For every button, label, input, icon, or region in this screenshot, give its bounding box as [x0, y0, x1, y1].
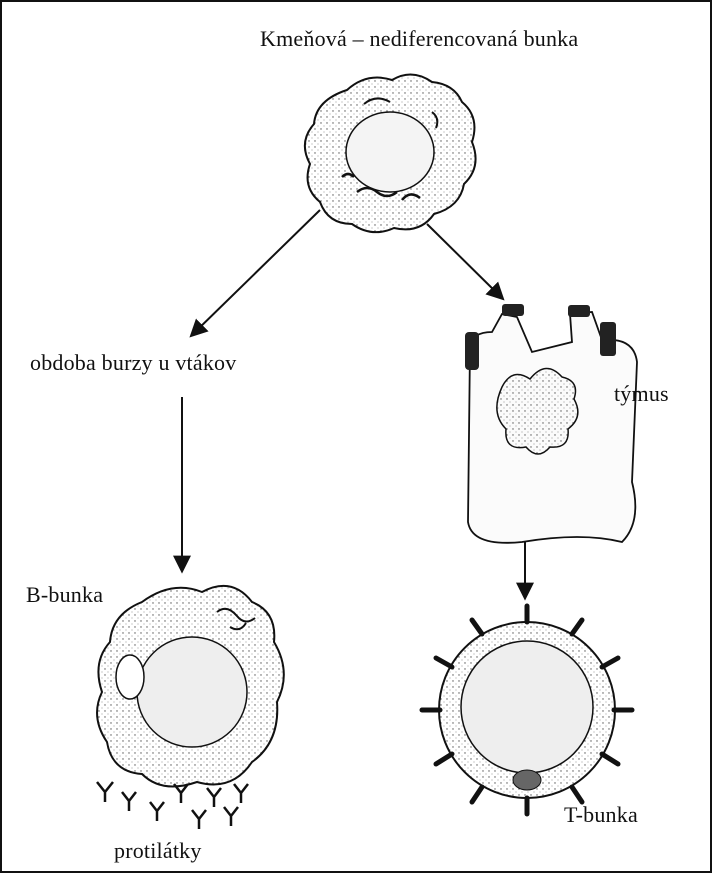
stem-cell	[305, 74, 476, 232]
vessel-top-left	[502, 304, 524, 316]
t-cell-label: T-bunka	[564, 802, 638, 828]
t-cell-organelle	[513, 770, 541, 790]
thymus-organ	[465, 304, 637, 543]
b-cell-mitochondrion	[116, 655, 144, 699]
b-cell	[97, 586, 284, 787]
antibodies	[97, 782, 248, 829]
antibody-icon	[150, 802, 164, 821]
b-cell-label: B-bunka	[26, 582, 103, 608]
thymus-label: týmus	[614, 381, 669, 407]
antibodies-label: protilátky	[114, 838, 202, 864]
bursa-label: obdoba burzy u vtákov	[30, 350, 236, 376]
vessel-left	[465, 332, 479, 370]
antibody-icon	[234, 784, 248, 803]
antibody-icon	[122, 792, 136, 811]
b-cell-nucleus	[137, 637, 247, 747]
antibody-icon	[97, 782, 113, 802]
antibody-icon	[192, 810, 206, 829]
arrow-to-bursa	[192, 210, 320, 335]
t-cell	[422, 606, 632, 814]
stem-cell-label: Kmeňová – nediferencovaná bunka	[260, 26, 578, 52]
antibody-icon	[207, 788, 221, 807]
arrow-to-thymus	[427, 224, 502, 298]
t-cell-nucleus	[461, 641, 593, 773]
antibody-icon	[224, 807, 238, 826]
thymus-lobes	[497, 368, 578, 454]
stem-cell-nucleus	[346, 112, 434, 192]
vessel-right	[600, 322, 616, 356]
vessel-top-right	[568, 305, 590, 317]
